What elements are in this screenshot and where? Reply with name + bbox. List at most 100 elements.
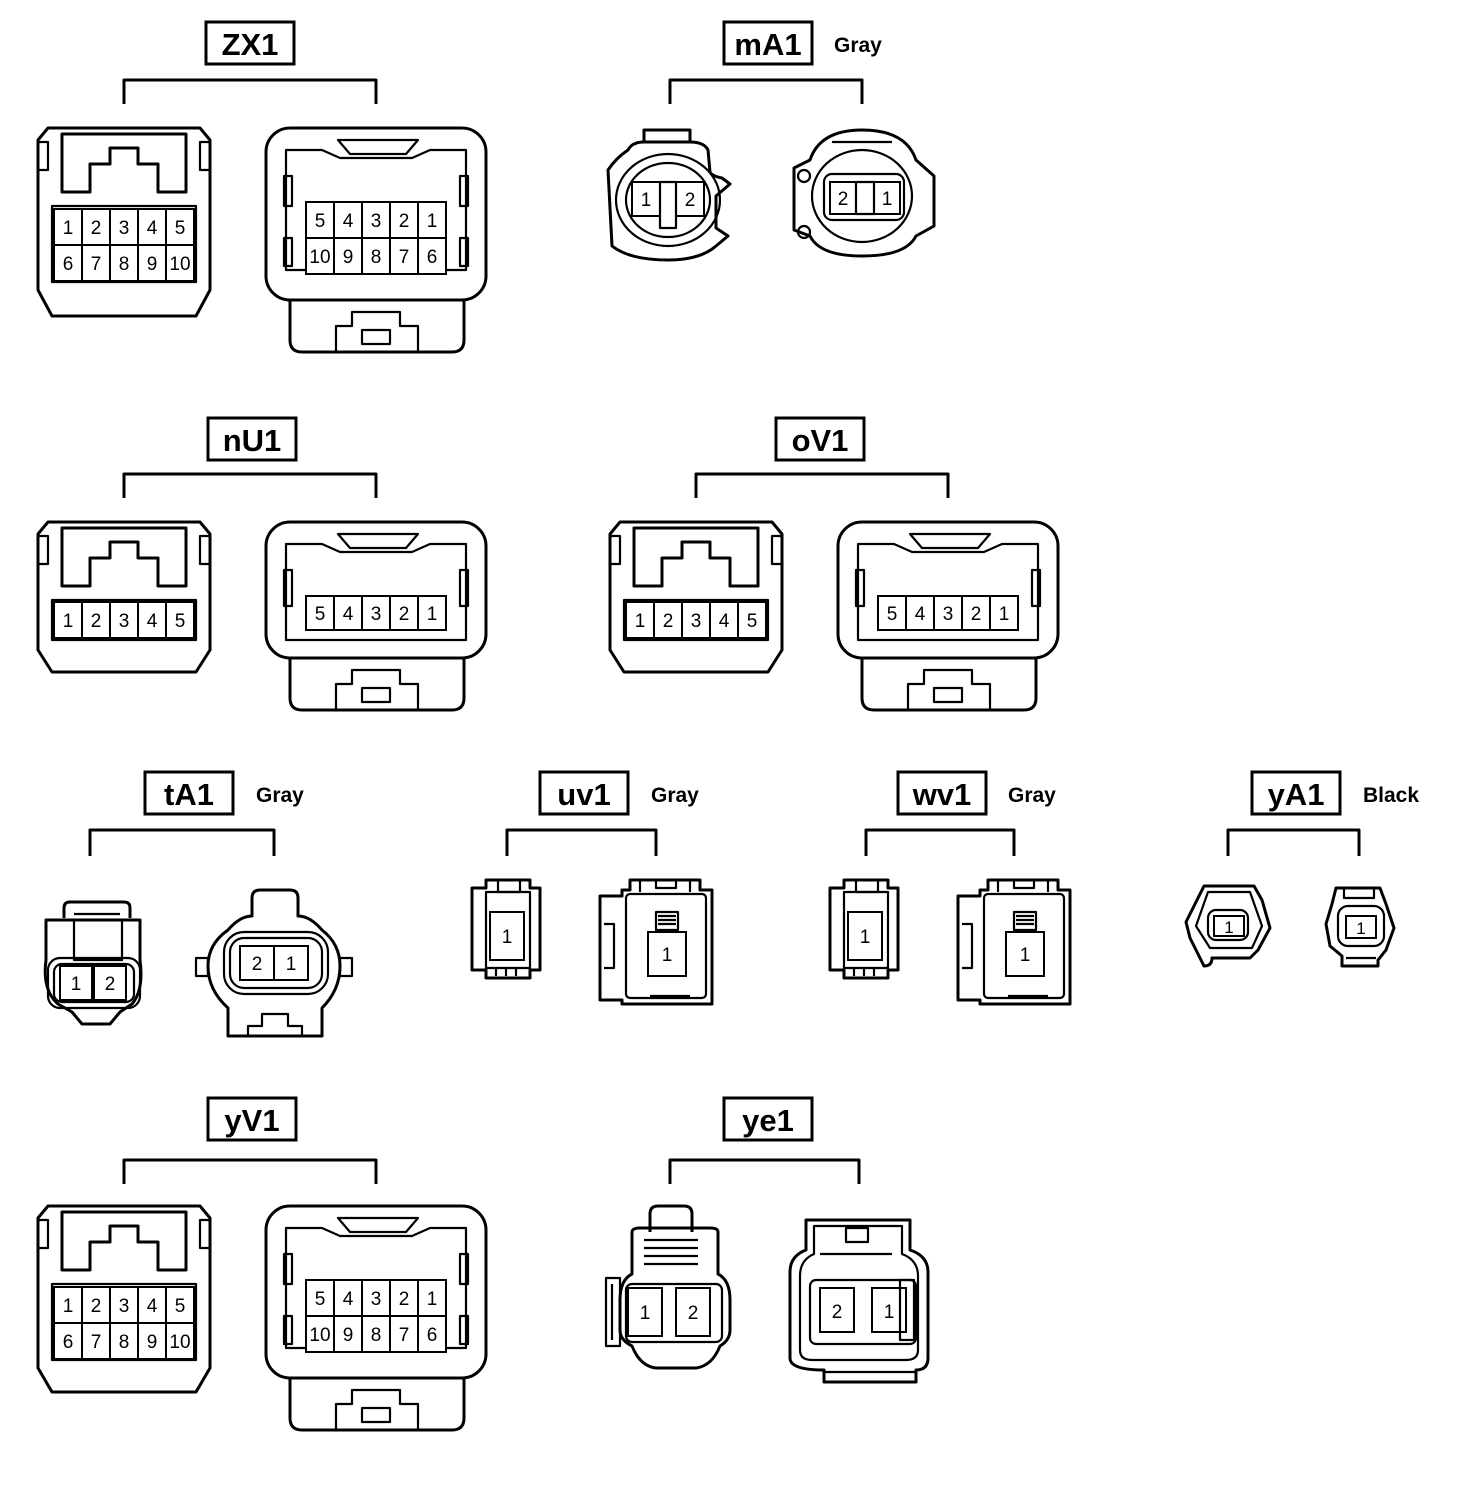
pin-label: 9: [343, 247, 354, 268]
pin-label: 4: [343, 604, 354, 625]
connector-wv1: wv1 Gray 1 1: [828, 770, 1072, 1006]
female-housing: 5 4 3 2 1 10 9 8 7 6: [264, 1204, 488, 1432]
pin-label: 5: [887, 604, 898, 625]
pin-label: 2: [399, 211, 410, 232]
female-housing: 2 1: [194, 888, 354, 1038]
pin-label: 8: [119, 1332, 130, 1353]
pin-label: 7: [399, 1325, 410, 1346]
connector-id: yV1: [224, 1103, 279, 1138]
female-housing: 1: [1324, 886, 1396, 968]
pin-label: 4: [147, 218, 158, 239]
pin-label: 3: [943, 604, 954, 625]
pin-label: 3: [119, 611, 130, 632]
male-housing: 1 2 3 4 5 6 7 8 9 10: [36, 126, 212, 318]
pin-label: 5: [315, 604, 326, 625]
pair-bracket: [88, 828, 276, 856]
connector-id: yA1: [1268, 777, 1325, 812]
pin-label: 4: [147, 1296, 158, 1317]
connector-mA1: mA1 Gray 1 2 2 1: [606, 20, 936, 262]
male-housing: 1 2 3 4 5: [36, 520, 212, 674]
pin-label: 2: [399, 1289, 410, 1310]
connector-id: tA1: [164, 777, 214, 812]
pin-label: 10: [309, 1325, 330, 1346]
pin-label: 1: [63, 1296, 74, 1317]
pair-bracket: [694, 472, 950, 498]
male-housing: 1: [1184, 884, 1272, 968]
pin-label: 8: [371, 1325, 382, 1346]
male-housing: 1: [470, 878, 542, 980]
pin-label: 9: [343, 1325, 354, 1346]
pin-label: 1: [640, 1303, 651, 1324]
female-housing: 1: [956, 878, 1072, 1006]
pin-label: 1: [286, 954, 297, 975]
pin-label: 2: [688, 1303, 699, 1324]
pin-label: 1: [502, 927, 513, 948]
pin-label: 1: [860, 927, 871, 948]
connector-id: oV1: [792, 423, 849, 458]
pair-bracket: [122, 1158, 378, 1184]
pin-label: 5: [175, 611, 186, 632]
pin-label: 5: [315, 211, 326, 232]
female-housing: 1: [598, 878, 714, 1006]
pair-bracket: [668, 78, 864, 104]
pin-label: 3: [691, 611, 702, 632]
connector-uv1: uv1 Gray 1 1: [470, 770, 714, 1006]
connector-id: wv1: [912, 777, 972, 812]
pin-label: 5: [175, 1296, 186, 1317]
female-housing: 2 1: [792, 128, 936, 258]
male-housing: 1: [828, 878, 900, 980]
connector-id: nU1: [223, 423, 282, 458]
female-housing: 2 1: [788, 1218, 930, 1384]
pin-label: 6: [427, 247, 438, 268]
pin-label: 2: [105, 974, 116, 995]
pin-label: 2: [252, 954, 263, 975]
pair-bracket: [122, 472, 378, 498]
pin-label: 3: [371, 1289, 382, 1310]
connector-color: Gray: [651, 784, 699, 807]
pin-label: 4: [915, 604, 926, 625]
pin-label: 5: [747, 611, 758, 632]
pin-label: 1: [71, 974, 82, 995]
pin-label: 4: [719, 611, 730, 632]
connector-oV1: oV1 1 2 3 4 5 5 4 3 2 1: [608, 416, 1060, 712]
pin-label: 1: [427, 1289, 438, 1310]
pin-label: 10: [309, 247, 330, 268]
pin-label: 3: [119, 218, 130, 239]
pin-label: 2: [91, 1296, 102, 1317]
pin-label: 3: [119, 1296, 130, 1317]
pin-label: 2: [399, 604, 410, 625]
male-housing: 1 2 3 4 5: [608, 520, 784, 674]
pin-label: 2: [832, 1302, 843, 1323]
pin-label: 2: [685, 190, 696, 211]
pin-label: 1: [1356, 919, 1365, 938]
pin-label: 6: [63, 1332, 74, 1353]
pair-bracket: [668, 1158, 861, 1184]
pin-label: 2: [91, 218, 102, 239]
pin-label: 1: [884, 1302, 895, 1323]
pin-label: 1: [641, 190, 652, 211]
pin-label: 1: [427, 604, 438, 625]
male-housing: 1 2 3 4 5 6 7 8 9 10: [36, 1204, 212, 1394]
connector-color: Gray: [256, 784, 304, 807]
connector-id: ye1: [742, 1103, 794, 1138]
connector-color: Gray: [834, 34, 882, 57]
pin-label: 1: [63, 218, 74, 239]
pin-label: 10: [169, 254, 190, 275]
pin-label: 4: [343, 1289, 354, 1310]
male-housing: 1 2: [604, 1204, 732, 1370]
female-housing: 5 4 3 2 1 10 9 8 7 6: [264, 126, 488, 354]
connector-ZX1: ZX1 1 2 3 4 5 6 7 8 9 10: [36, 20, 488, 354]
connector-color: Black: [1363, 784, 1419, 807]
connector-color: Gray: [1008, 784, 1056, 807]
pin-label: 2: [838, 189, 849, 210]
female-housing: 5 4 3 2 1: [264, 520, 488, 712]
pair-bracket: [505, 828, 658, 856]
pin-label: 3: [371, 604, 382, 625]
pin-label: 1: [882, 189, 893, 210]
pin-label: 5: [175, 218, 186, 239]
pin-label: 8: [371, 247, 382, 268]
pin-label: 2: [663, 611, 674, 632]
connector-id: ZX1: [222, 27, 279, 62]
pair-bracket: [122, 78, 378, 104]
